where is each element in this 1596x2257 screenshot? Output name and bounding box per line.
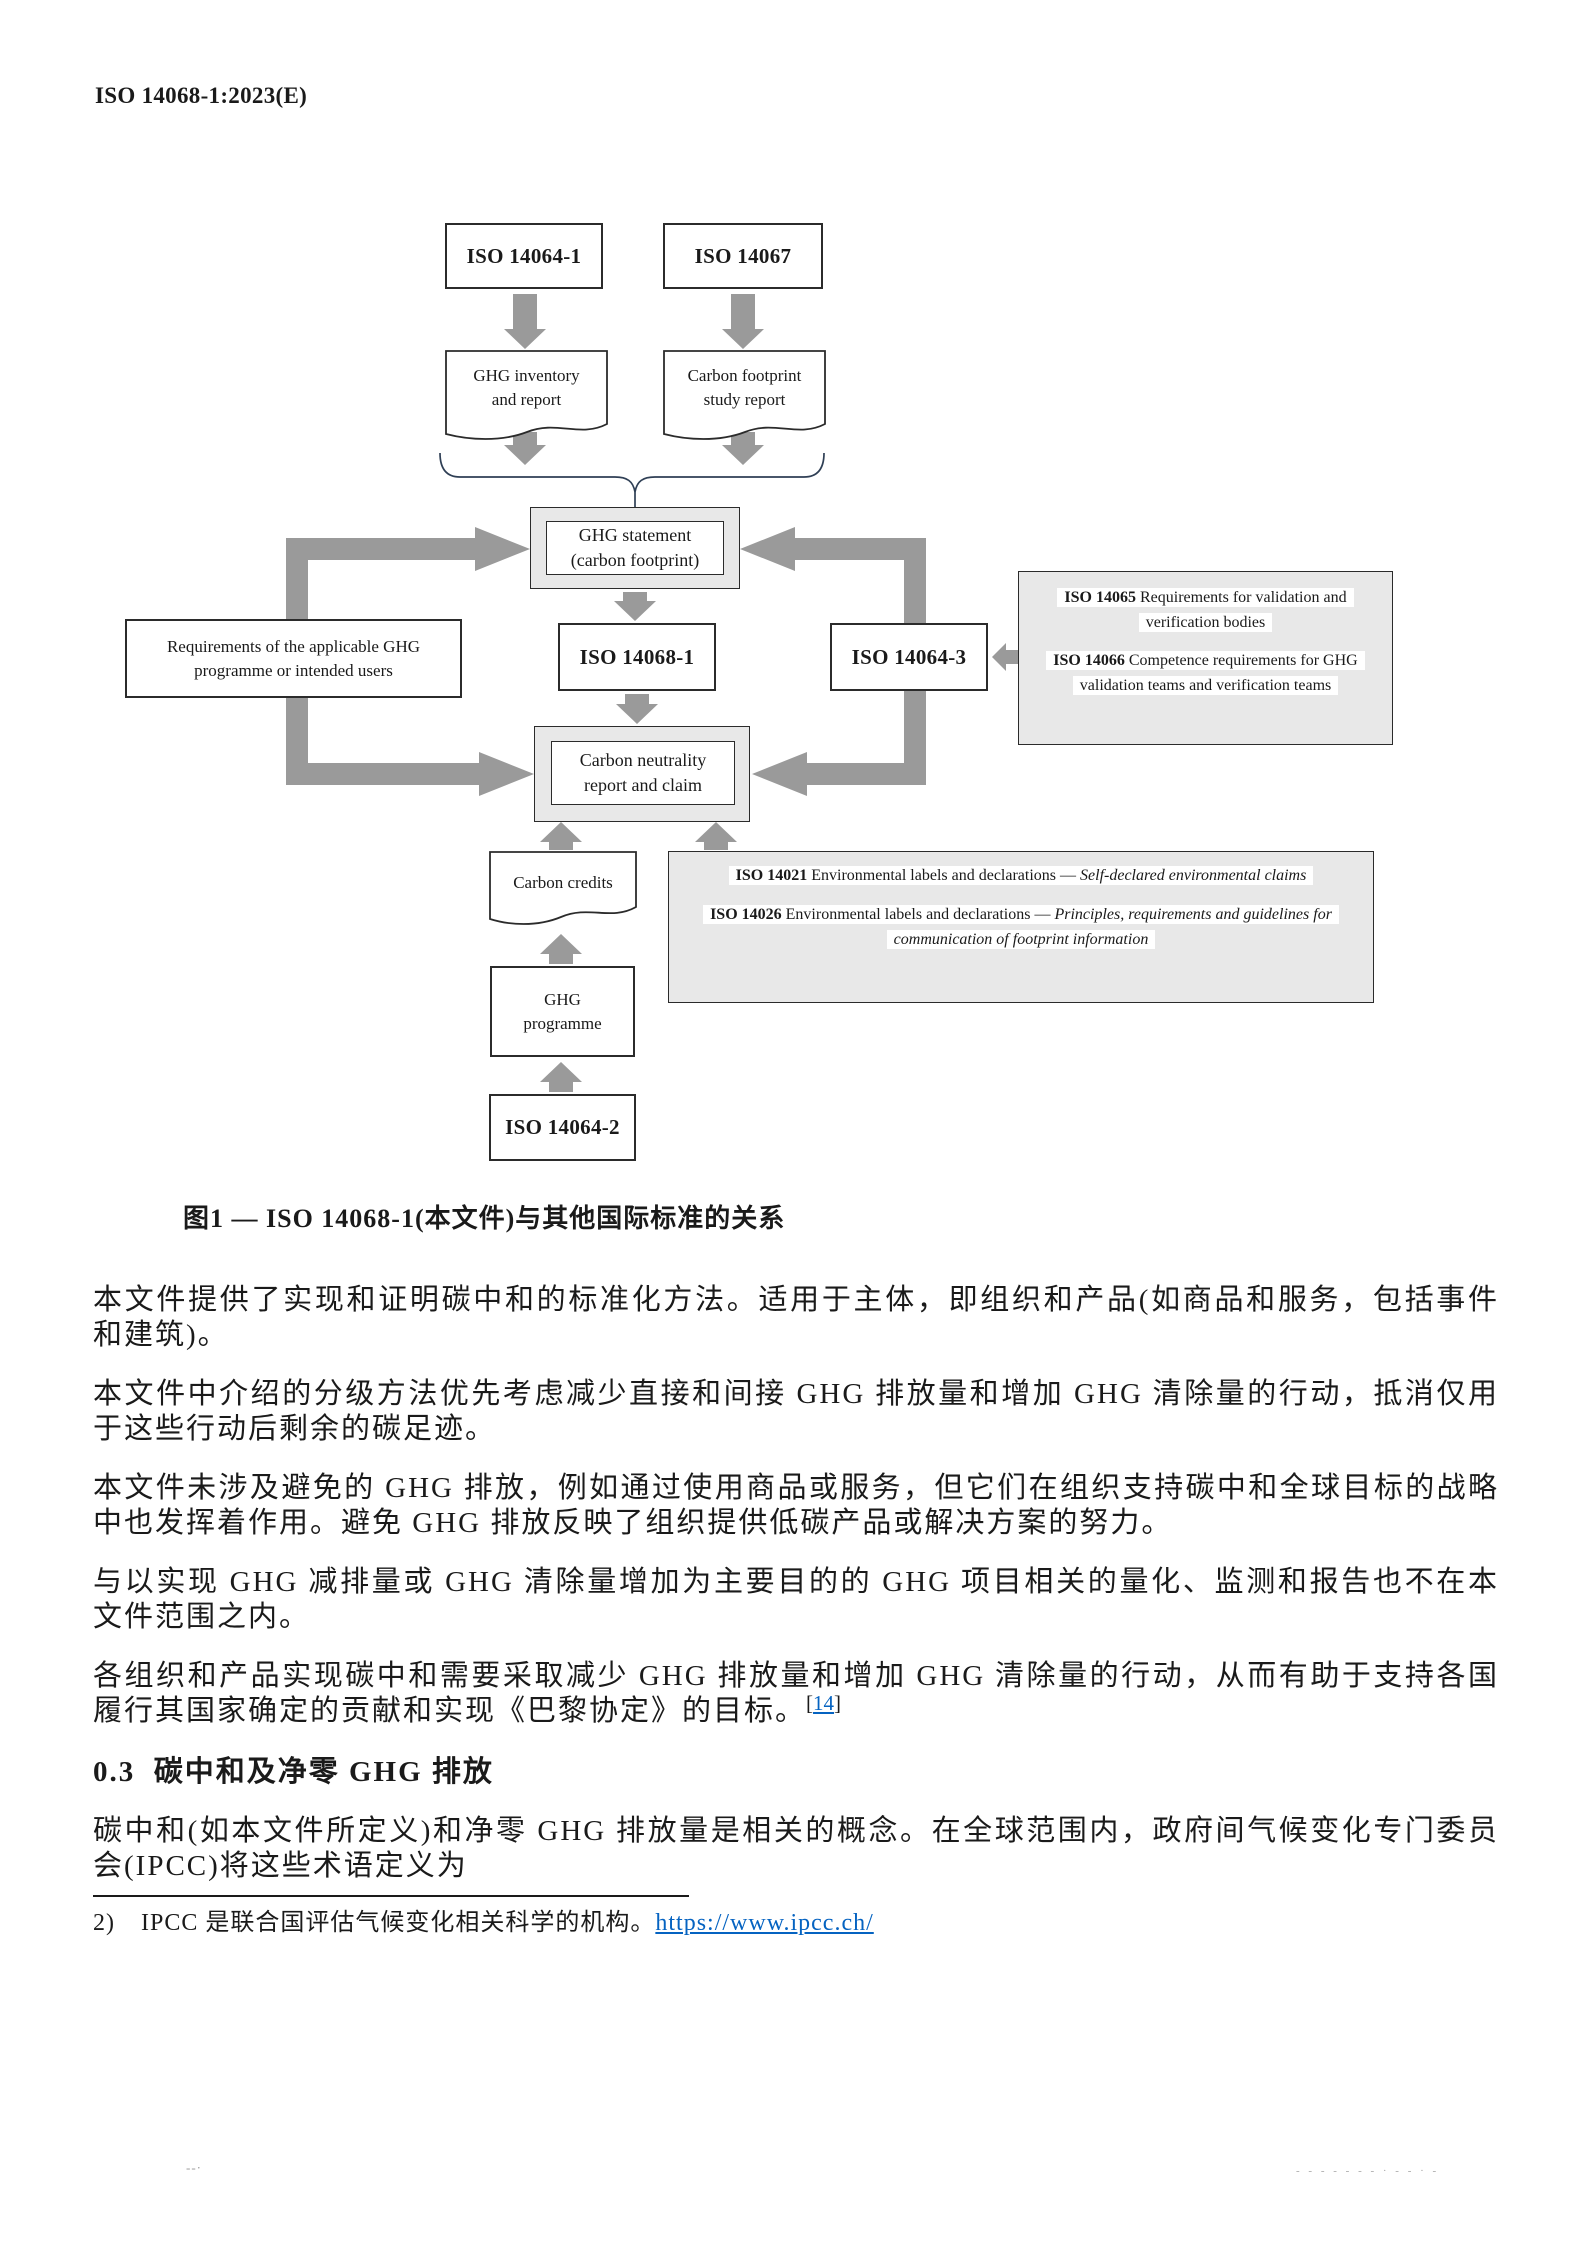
arrow-down-icon — [722, 432, 764, 465]
infobox-environmental-labels: ISO 14021 Environmental labels and decla… — [668, 851, 1374, 1003]
node-carbon-neutrality: Carbon neutrality report and claim — [551, 741, 735, 805]
node-iso-14064-3: ISO 14064-3 — [830, 623, 988, 691]
node-carbon-footprint-study-report: Carbon footprint study report — [663, 350, 826, 444]
infobox-entry-iso-14026: ISO 14026 Environmental labels and decla… — [695, 902, 1347, 952]
paragraph: 本文件中介绍的分级方法优先考虑减少直接和间接 GHG 排放量和增加 GHG 清除… — [93, 1378, 1499, 1445]
infobox-entry-iso-14065: ISO 14065 Requirements for validation an… — [1041, 585, 1370, 635]
infobox-validation-verification: ISO 14065 Requirements for validation an… — [1018, 571, 1393, 745]
node-label: ISO 14064-3 — [851, 644, 967, 669]
brace-icon — [439, 452, 825, 493]
arrow-down-icon — [722, 294, 764, 349]
paragraph: 碳中和(如本文件所定义)和净零 GHG 排放量是相关的概念。在全球范围内，政府间… — [93, 1815, 1499, 1882]
node-label: ISO 14064-2 — [505, 1115, 620, 1139]
node-iso-14064-2: ISO 14064-2 — [489, 1094, 636, 1161]
node-ghg-programme: GHG programme — [490, 966, 635, 1057]
arrow-down-icon — [616, 694, 658, 724]
citation-ref-14: [14] — [806, 1691, 842, 1715]
ipcc-link[interactable]: https://www.ipcc.ch/ — [655, 1910, 874, 1936]
node-ghg-statement-outer: GHG statement (carbon footprint) — [530, 507, 740, 589]
paragraph: 各组织和产品实现碳中和需要采取减少 GHG 排放量和增加 GHG 清除量的行动，… — [93, 1660, 1499, 1727]
node-label: ISO 14068-1 — [579, 644, 695, 669]
node-label: GHG inventory and report — [473, 366, 580, 409]
footnote-separator — [93, 1895, 689, 1897]
connector-bar — [904, 691, 926, 785]
arrow-left-icon — [740, 527, 926, 571]
arrow-up-icon — [540, 822, 582, 850]
figure-caption: 图1 — ISO 14068-1(本文件)与其他国际标准的关系 — [183, 1204, 786, 1233]
footnote-marker: 2) — [93, 1910, 115, 1936]
arrow-up-icon — [540, 934, 582, 964]
arrow-right-icon — [297, 752, 534, 796]
node-iso-14064-1: ISO 14064-1 — [445, 223, 603, 289]
arrow-up-icon — [695, 822, 737, 850]
arrow-right-icon — [286, 527, 530, 571]
page-number-mark: --· — [186, 2160, 202, 2175]
arrow-left-icon — [752, 752, 926, 796]
node-ghg-inventory-report: GHG inventory and report — [445, 350, 608, 444]
page-title: ISO 14068-1:2023(E) — [95, 83, 308, 108]
document-shape-icon — [445, 350, 608, 440]
node-iso-14068-1: ISO 14068-1 — [558, 623, 716, 691]
paragraph: 与以实现 GHG 减排量或 GHG 清除量增加为主要目的的 GHG 项目相关的量… — [93, 1566, 1499, 1633]
node-carbon-neutrality-outer: Carbon neutrality report and claim — [534, 726, 750, 822]
diagram-connectors — [286, 294, 1018, 1092]
document-shape-icon — [663, 350, 826, 440]
node-label: Carbon credits — [513, 873, 613, 892]
node-ghg-statement: GHG statement (carbon footprint) — [546, 521, 724, 575]
node-carbon-credits: Carbon credits — [489, 851, 637, 931]
figure-1-diagram: ISO 14064-1 ISO 14067 GHG inventory and … — [125, 223, 1393, 1161]
paragraph: 本文件提供了实现和证明碳中和的标准化方法。适用于主体，即组织和产品(如商品和服务… — [93, 1284, 1499, 1351]
arrow-down-icon — [614, 592, 656, 621]
arrow-left-icon — [992, 643, 1018, 671]
citation-link-14[interactable]: 14 — [813, 1691, 835, 1715]
arrow-down-icon — [504, 432, 546, 465]
node-label: ISO 14064-1 — [466, 243, 582, 268]
body-text: 本文件提供了实现和证明碳中和的标准化方法。适用于主体，即组织和产品(如商品和服务… — [93, 1283, 1499, 1939]
connector-bar — [904, 538, 926, 623]
infobox-entry-iso-14021: ISO 14021 Environmental labels and decla… — [695, 863, 1347, 888]
copyright-mark: - - - - - - - · - - · - — [1296, 2165, 1440, 2177]
footnote: 2)IPCC 是联合国评估气候变化相关科学的机构。https://www.ipc… — [93, 1907, 1499, 1939]
infobox-entry-iso-14066: ISO 14066 Competence requirements for GH… — [1041, 648, 1370, 698]
node-label: Carbon footprint study report — [687, 366, 802, 409]
section-heading-0-3: 0.3 碳中和及净零 GHG 排放 — [93, 1756, 494, 1788]
arrow-down-icon — [504, 294, 546, 349]
arrow-up-icon — [540, 1062, 582, 1092]
node-iso-14067: ISO 14067 — [663, 223, 823, 289]
document-shape-icon — [489, 851, 637, 925]
node-label: ISO 14067 — [694, 243, 792, 268]
paragraph: 本文件未涉及避免的 GHG 排放，例如通过使用商品或服务，但它们在组织支持碳中和… — [93, 1472, 1499, 1539]
node-ghg-programme-requirements: Requirements of the applicable GHG progr… — [125, 619, 462, 698]
